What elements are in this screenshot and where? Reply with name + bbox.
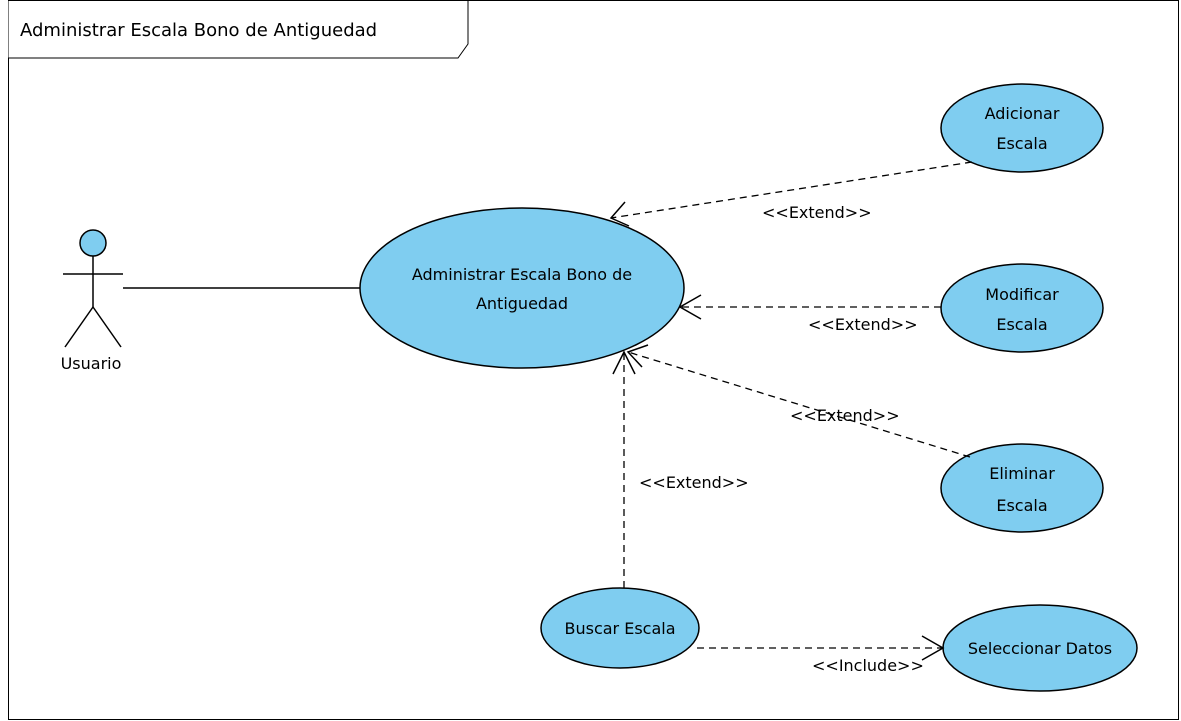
extend-modificar-relation: <<Extend>>	[678, 294, 941, 334]
include-seleccionar-relation: <<Include>>	[697, 635, 945, 675]
use-case-label: Antiguedad	[476, 294, 568, 313]
use-case-buscar-escala[interactable]: Buscar Escala	[540, 587, 700, 669]
use-case-eliminar-escala[interactable]: Eliminar Escala	[940, 443, 1104, 533]
actor-name: Usuario	[61, 354, 122, 373]
use-case-label: Modificar	[985, 285, 1059, 304]
arrowhead-icon	[626, 344, 649, 368]
actor-right-leg	[92, 306, 122, 348]
use-case-label: Escala	[996, 315, 1047, 334]
extend-label: <<Extend>>	[639, 473, 749, 492]
use-case-ellipse	[940, 263, 1104, 353]
use-case-label: Adicionar	[985, 104, 1060, 123]
extend-label: <<Extend>>	[762, 203, 872, 222]
arrowhead-icon	[609, 201, 630, 227]
arrowhead-icon	[921, 635, 945, 661]
arrowhead-icon	[612, 350, 636, 375]
dependency-line	[610, 161, 973, 219]
actor-left-leg	[64, 306, 94, 348]
extend-label: <<Extend>>	[790, 406, 900, 425]
extend-eliminar-relation: <<Extend>>	[626, 344, 971, 458]
use-case-label: Seleccionar Datos	[968, 639, 1112, 658]
use-case-label: Administrar Escala Bono de	[412, 265, 632, 284]
use-case-seleccionar-datos[interactable]: Seleccionar Datos	[942, 604, 1138, 692]
use-case-administrar-escala[interactable]: Administrar Escala Bono de Antiguedad	[359, 207, 685, 369]
extend-adicionar-relation: <<Extend>>	[609, 161, 973, 227]
frame-title-tab	[8, 0, 469, 59]
extend-label: <<Extend>>	[808, 315, 918, 334]
use-case-label: Escala	[996, 134, 1047, 153]
use-case-ellipse	[540, 587, 700, 669]
use-case-ellipse	[359, 207, 685, 369]
use-case-modificar-escala[interactable]: Modificar Escala	[940, 263, 1104, 353]
use-case-label: Buscar Escala	[564, 619, 675, 638]
use-case-ellipse	[940, 443, 1104, 533]
actor-head	[79, 229, 107, 257]
arrowhead-icon	[678, 294, 702, 320]
use-case-ellipse	[940, 83, 1104, 173]
use-case-label: Eliminar	[989, 464, 1055, 483]
extend-buscar-relation: <<Extend>>	[612, 350, 749, 588]
use-case-adicionar-escala[interactable]: Adicionar Escala	[940, 83, 1104, 173]
use-case-label: Escala	[996, 496, 1047, 515]
frame-title: Administrar Escala Bono de Antiguedad	[20, 20, 377, 41]
include-label: <<Include>>	[812, 656, 924, 675]
actor-usuario[interactable]: Usuario	[61, 229, 123, 373]
